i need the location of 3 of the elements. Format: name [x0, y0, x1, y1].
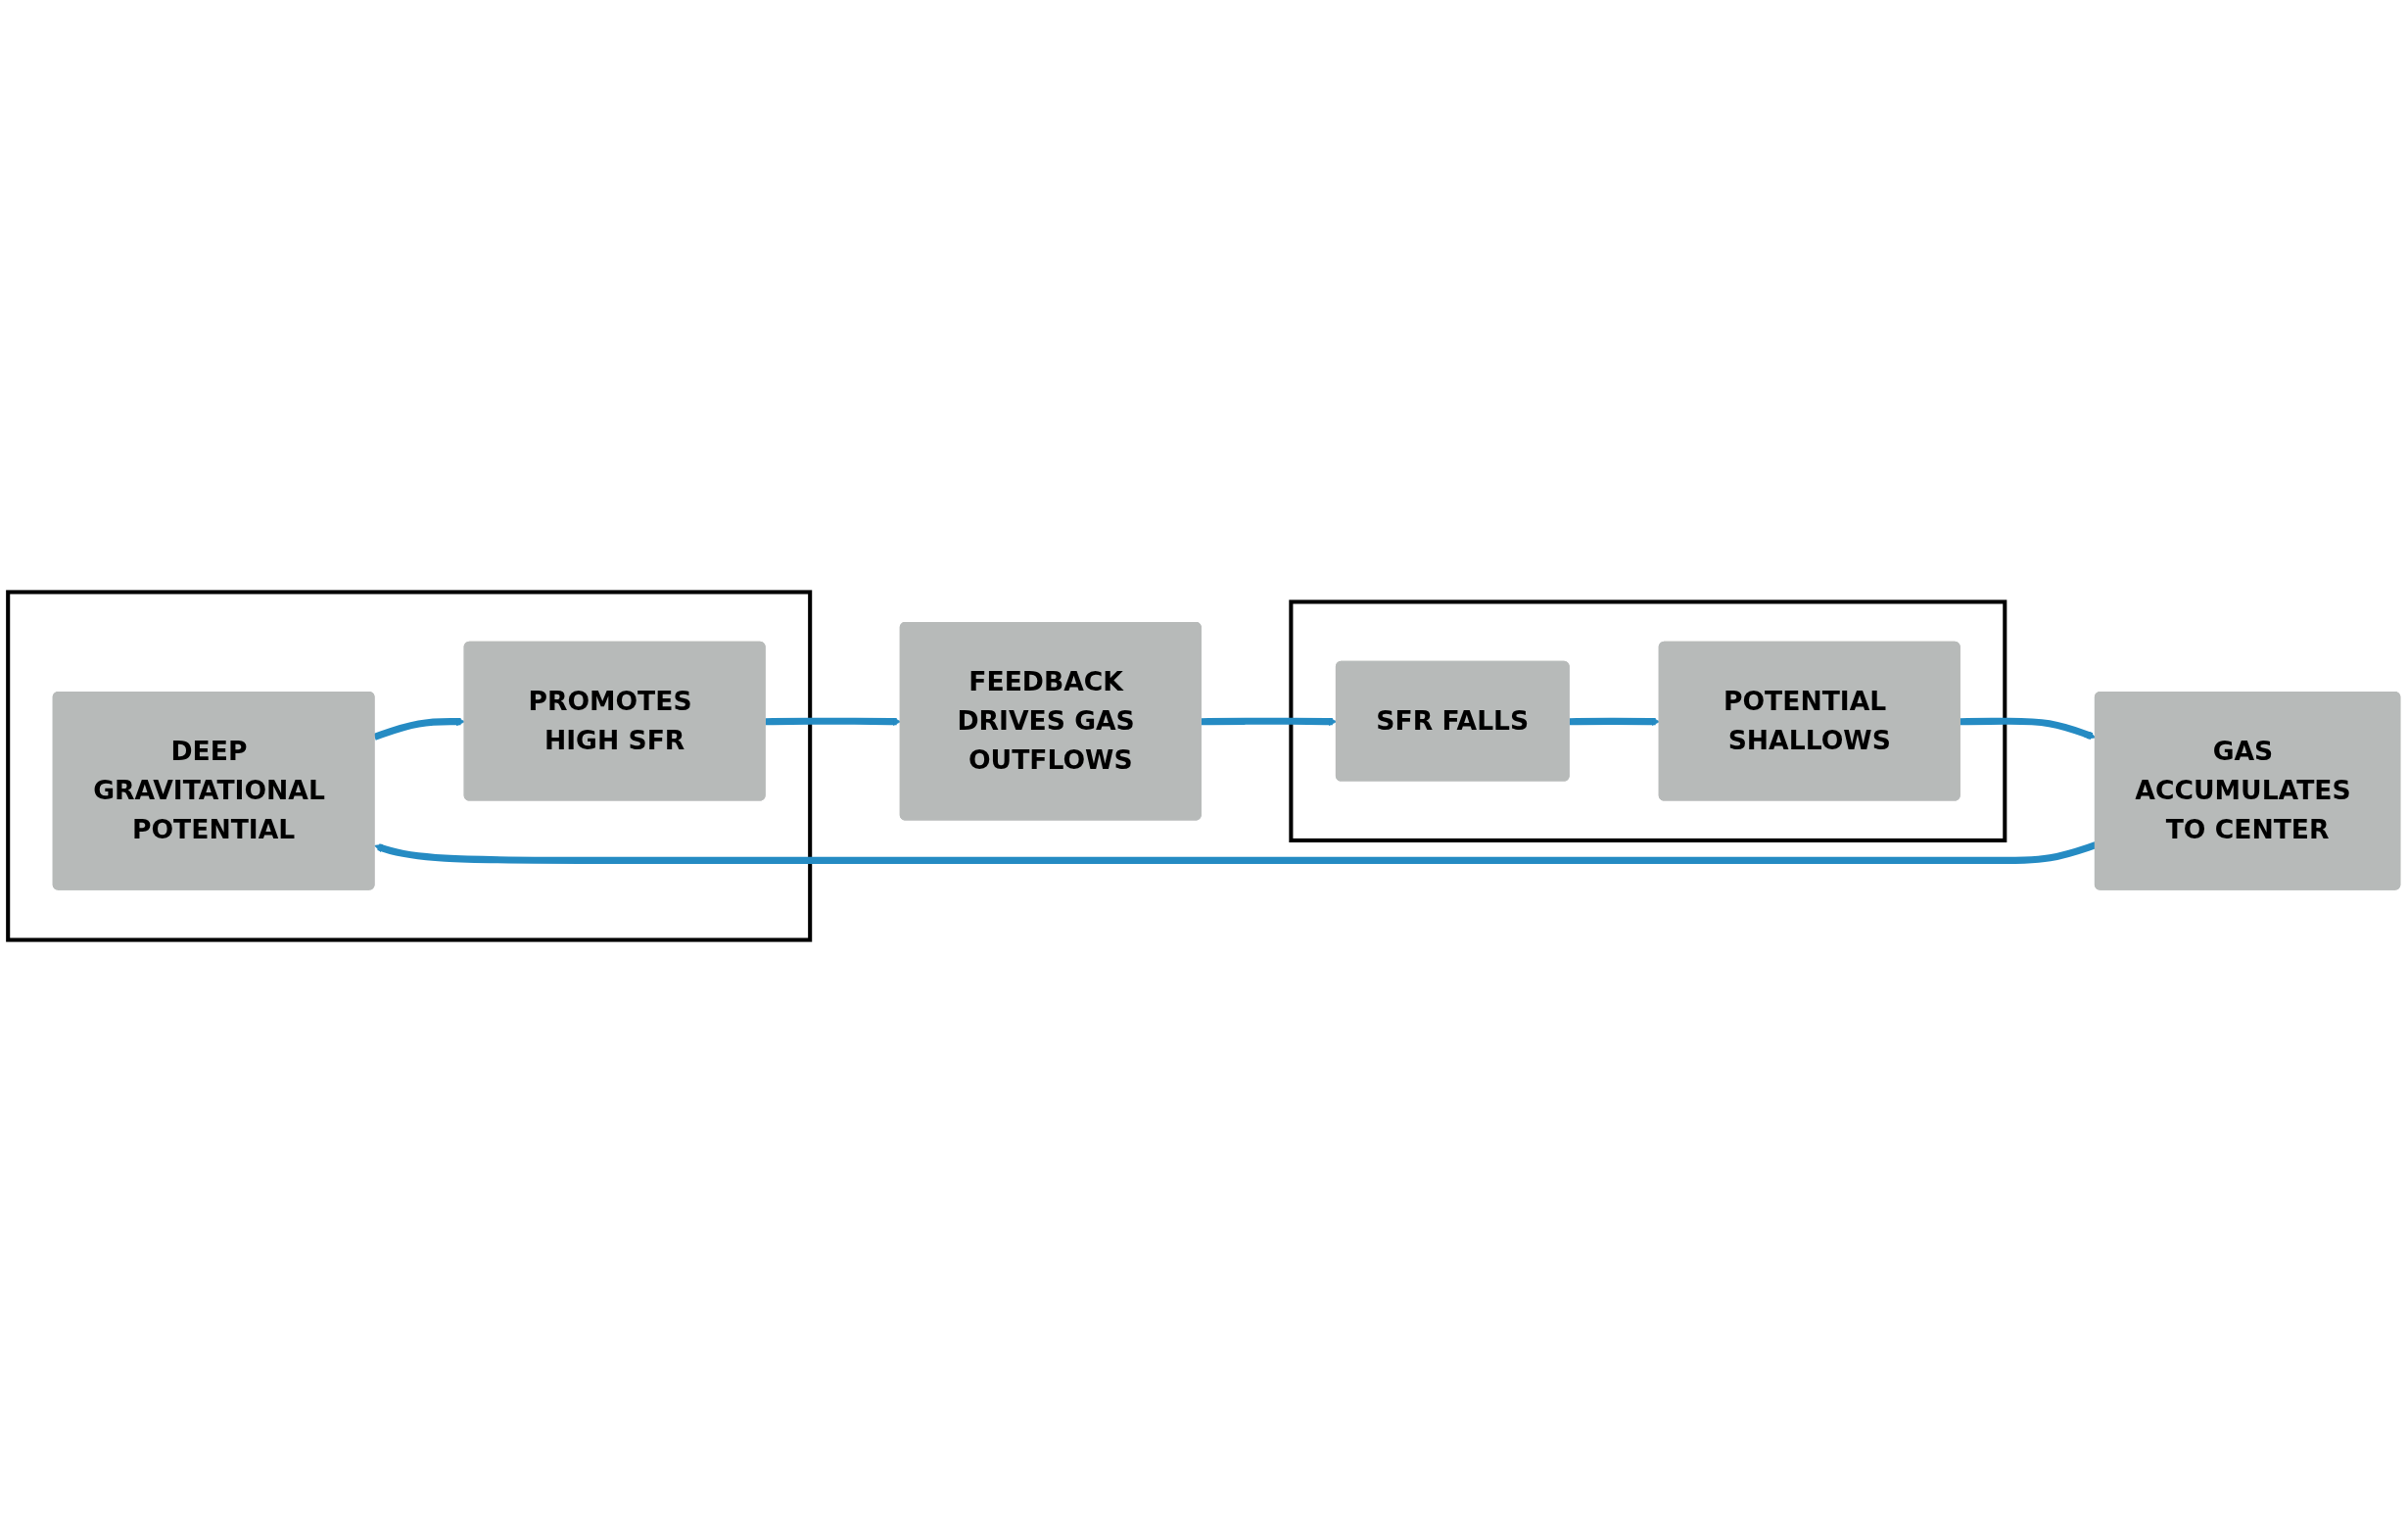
cluster — [6, 590, 813, 942]
arrow — [373, 717, 466, 741]
cluster — [1289, 599, 2007, 843]
